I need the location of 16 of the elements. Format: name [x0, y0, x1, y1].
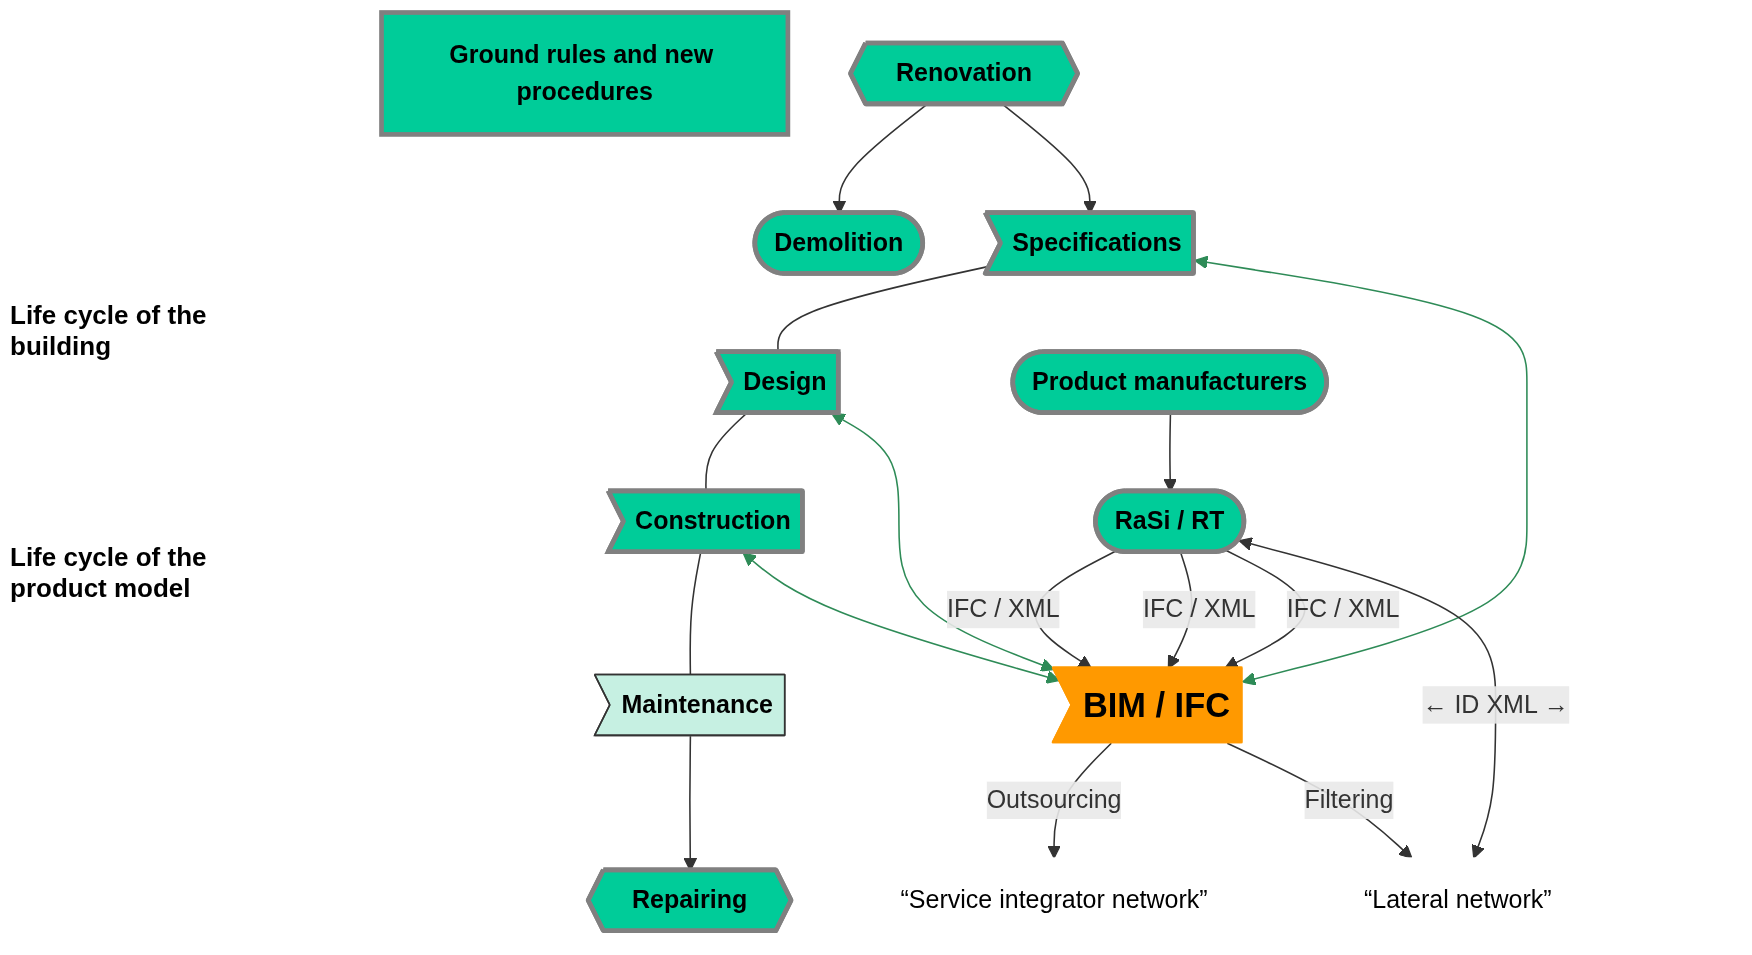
arrow: [1194, 255, 1528, 686]
arrow: [1226, 742, 1413, 859]
edge-label: IFC / XML: [946, 595, 1060, 623]
arrow: [742, 552, 1061, 684]
edge-label: Filtering: [1304, 786, 1394, 813]
arrow: [831, 413, 1055, 672]
node-box: Ground rules and new procedures: [379, 10, 791, 137]
edge-label: IFC / XML: [1142, 595, 1256, 623]
edge-label: ← ID XML →: [1422, 690, 1569, 718]
row-label: Life cycle of the building: [10, 300, 208, 362]
edge-label: Outsourcing: [986, 786, 1122, 813]
edge-label: IFC / XML: [1286, 595, 1400, 623]
row-label: Life cycle of the product model: [10, 542, 208, 604]
arrow: [1238, 537, 1497, 859]
node-text: “Service integrator network”: [900, 886, 1208, 913]
node-text: “Lateral network”: [1363, 886, 1552, 913]
